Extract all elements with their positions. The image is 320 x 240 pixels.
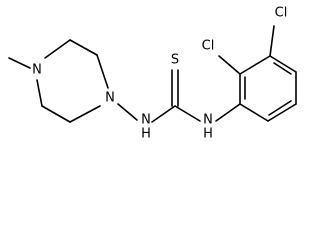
piperazine-ring	[36, 39, 109, 123]
bond-ring-5	[41, 105, 71, 123]
bond-nh-c-left	[151, 105, 176, 123]
atom-cl-lower: Cl	[202, 39, 215, 54]
benzene-ring	[239, 55, 297, 122]
atom-cl-upper: Cl	[275, 6, 288, 21]
thiourea-group	[151, 69, 201, 123]
bond-c-nh-right	[174, 105, 201, 122]
bond-ar-inner-2	[273, 62, 292, 75]
bond-ring-6	[36, 79, 43, 107]
bond-methyl	[8, 57, 31, 69]
bond-ar-3	[269, 55, 297, 73]
atom-n-methyl: N	[32, 63, 42, 78]
bond-c-cl-upper	[269, 25, 275, 57]
bond-n-n	[117, 103, 138, 121]
atom-n-ring: N	[105, 91, 115, 106]
bond-c-cl-lower	[218, 55, 241, 75]
bond-nh-phenyl	[215, 103, 241, 122]
atom-nh-left-h: H	[141, 127, 151, 142]
bond-ar-2	[239, 55, 271, 75]
bond-ring-4	[69, 105, 101, 123]
structure-diagram: Cl Cl S N N N H N H	[8, 6, 297, 142]
bond-ar-5	[267, 103, 297, 122]
bond-ring-2	[69, 39, 98, 56]
bond-ring-3	[96, 54, 109, 89]
atom-nh-right-h: H	[203, 127, 213, 142]
atom-nh-left-n: N	[141, 113, 151, 128]
bond-ring-1	[44, 39, 71, 59]
atom-nh-right-n: N	[203, 113, 213, 128]
atom-sulfur: S	[171, 53, 179, 68]
bond-ar-inner-3	[268, 100, 292, 116]
bond-ar-6	[239, 103, 269, 122]
